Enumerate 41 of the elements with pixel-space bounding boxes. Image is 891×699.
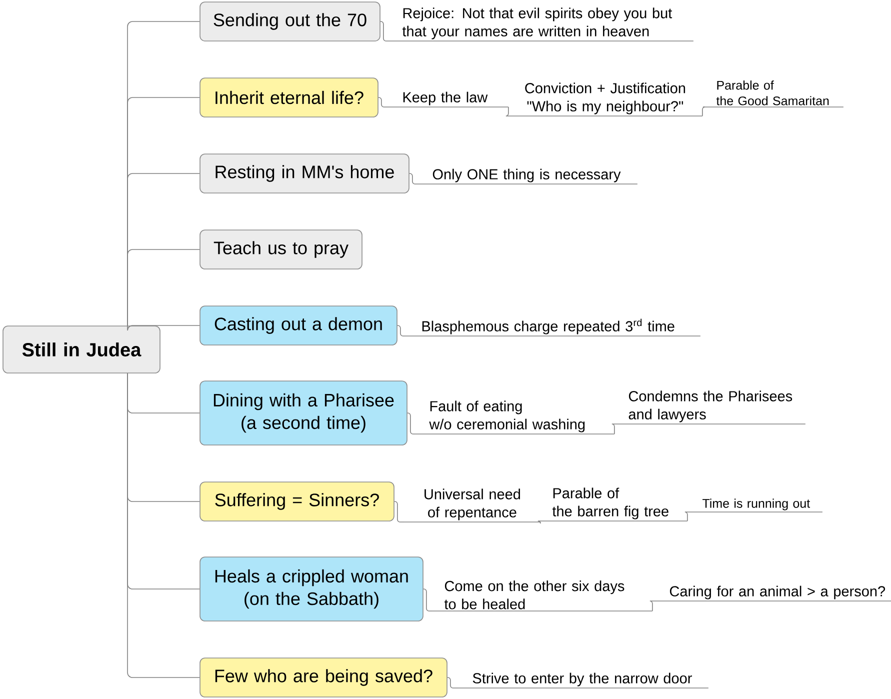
connector-line bbox=[423, 588, 432, 612]
connector-line bbox=[394, 501, 404, 522]
topic-box: Few who are being saved? bbox=[200, 658, 448, 698]
underlined-text: Come on the other six days to be healed bbox=[432, 580, 653, 612]
connector-line bbox=[506, 106, 509, 116]
connector-line bbox=[612, 424, 615, 434]
topic-box: Inherit eternal life? bbox=[200, 78, 378, 118]
connector-line bbox=[127, 249, 200, 326]
underlined-text: Parable of the Good Samaritan bbox=[702, 80, 844, 108]
underlined-text: Parable of the barren fig tree bbox=[540, 488, 688, 522]
underlined-text: Fault of eating w/o ceremonial washing bbox=[414, 400, 615, 434]
connector-line bbox=[397, 325, 406, 336]
connector-line bbox=[702, 106, 706, 116]
topic-box: Dining with a Pharisee (a second time) bbox=[200, 380, 408, 446]
topic-box: Still in Judea bbox=[2, 326, 160, 374]
underlined-text: Blasphemous charge repeated 3$^{rd}$ time bbox=[404, 318, 701, 336]
connector-line bbox=[127, 373, 200, 678]
topic-box: Heals a crippled woman (on the Sabbath) bbox=[200, 556, 424, 622]
underlined-text: Strive to enter by the narrow door bbox=[458, 672, 709, 688]
topic-box: Teach us to pray bbox=[200, 230, 362, 270]
connector-line bbox=[684, 512, 688, 522]
connector-line bbox=[407, 412, 416, 434]
connector-line bbox=[447, 677, 458, 688]
underlined-text: Condemns the Pharisees and lawyers bbox=[614, 390, 806, 424]
underlined-text: Universal need of repentance bbox=[404, 488, 541, 522]
topic-box: Suffering = Sinners? bbox=[200, 482, 394, 522]
underlined-text: Caring for an animal > a person? bbox=[652, 586, 891, 602]
underlined-text: Time is running out bbox=[686, 498, 823, 512]
connector-line bbox=[650, 600, 653, 612]
connector-line bbox=[538, 520, 541, 524]
connector-line bbox=[127, 325, 200, 331]
underlined-text: Keep the law bbox=[390, 92, 509, 108]
topic-box: Resting in MM's home bbox=[200, 154, 410, 194]
underlined-text: Conviction + Justification "Who is my neighbour?" bbox=[508, 82, 703, 116]
underlined-text: Only ONE thing is necessary bbox=[414, 168, 638, 184]
connector-line bbox=[380, 21, 390, 42]
topic-box: Sending out the 70 bbox=[200, 2, 380, 42]
underlined-text: Rejoice: Not that evil spirits obey you but that your names are written in heaven bbox=[390, 8, 694, 42]
connector-line bbox=[409, 173, 416, 184]
connector-line bbox=[378, 97, 390, 108]
topic-box: Casting out a demon bbox=[200, 306, 398, 346]
